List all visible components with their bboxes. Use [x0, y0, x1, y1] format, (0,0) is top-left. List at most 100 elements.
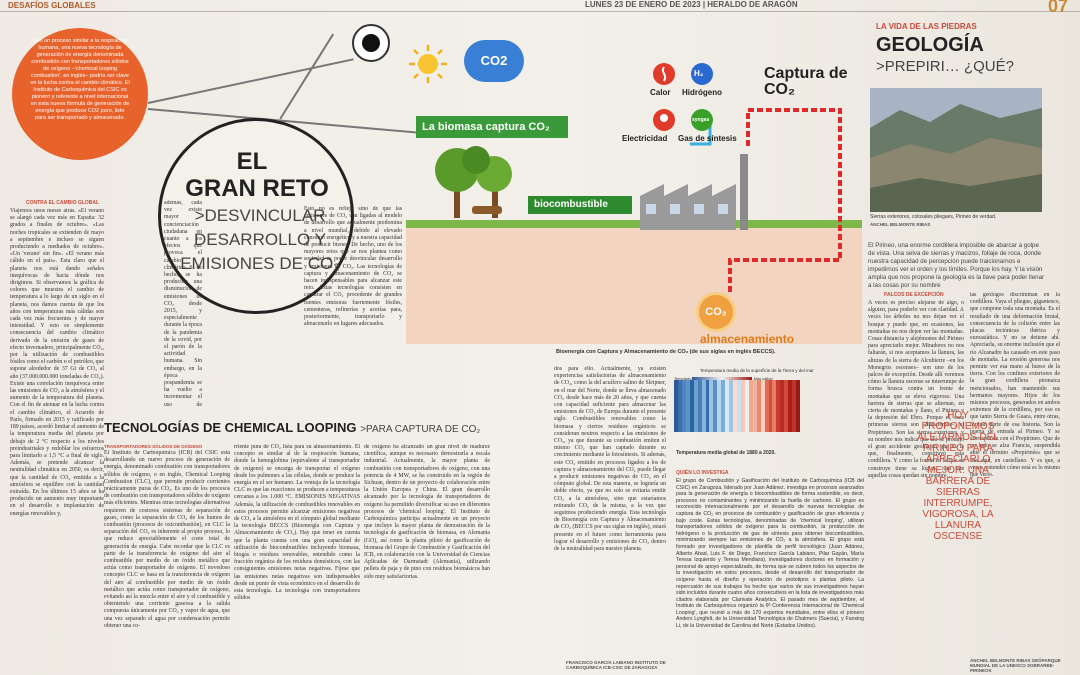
temperature-stripe — [725, 380, 730, 432]
geo-kicker: LA VIDA DE LAS PIEDRAS — [876, 22, 977, 31]
syngas-symbol: syngas — [692, 117, 710, 123]
soil-layer — [406, 228, 862, 344]
temperature-stripe — [709, 380, 714, 432]
dateline: LUNES 23 DE ENERO DE 2023 | HERALDO DE A… — [585, 0, 798, 9]
gas-sintesis-label: Gas de síntesis — [678, 134, 737, 143]
infographic-caption: Bioenergía con Captura y Almacenamiento … — [556, 349, 776, 355]
gas-sintesis-icon — [691, 109, 713, 131]
section-label: DESAFÍOS GLOBALES — [8, 1, 96, 10]
legend-end: Más cálido — [753, 376, 773, 381]
trees-illustration — [435, 146, 512, 218]
temperature-stripe — [685, 380, 690, 432]
legend-gradient — [692, 377, 753, 380]
geo-subtitle: >PREPIRI… ¿QUÉ? — [876, 58, 1014, 75]
cl-subtitle: >PARA CAPTURA DE CO₂ — [360, 424, 481, 435]
chemical-looping-heading: TECNOLOGÍAS DE CHEMICAL LOOPING >PARA CA… — [104, 420, 480, 435]
geo-lead: El Pirineo, una enorme cordillera imposi… — [868, 242, 1045, 289]
temperature-stripe — [721, 380, 726, 432]
bullseye-icon — [352, 24, 390, 62]
temperature-stripe — [764, 380, 769, 432]
temperature-stripe — [713, 380, 718, 432]
temperature-stripe — [729, 380, 734, 432]
legend-start: Templado — [674, 376, 692, 381]
temperature-stripe — [717, 380, 722, 432]
temperature-stripe — [752, 380, 757, 432]
title-el: EL — [236, 148, 268, 175]
quien-heading: QUIÉN LO INVESTIGA — [676, 470, 729, 476]
photo-caption: Sierras exteriores, colosales pliegues, … — [870, 214, 997, 220]
calor-label: Calor — [650, 88, 671, 97]
geo-signature: ÁNCHEL BELMONTE RIBAS GEÓPARQUE MUNDIAL … — [970, 658, 1061, 673]
stripes-caption: Temperatura media global de 1880 a 2020. — [676, 450, 776, 456]
page-title: GRAN RETO — [185, 175, 329, 202]
temperature-stripe — [705, 380, 710, 432]
temperature-stripe — [689, 380, 694, 432]
page-number: 07 — [1048, 0, 1069, 16]
hidrogeno-label: Hidrógeno — [682, 88, 722, 97]
temperature-stripe — [748, 380, 753, 432]
geo-column-2: tas geólogos discriminan en la cordiller… — [970, 292, 1060, 479]
electricidad-label: Electricidad — [622, 134, 668, 143]
column-3: Esto no es reflejo sino de que las emisi… — [304, 206, 402, 328]
left-column: Viajemos unos meses atrás. «El verano se… — [10, 208, 104, 517]
cl-col1-head: TRANSPORTADORES SÓLIDOS DE OXÍGENO — [104, 444, 203, 449]
factory-illustration — [640, 154, 748, 230]
cl-column-2: rriente pura de CO₂ lista para su almace… — [234, 444, 360, 602]
geo-box-title: PALCOS DE EXCEPCIÓN — [884, 292, 944, 298]
page-subtitle: >DESVINCULAR DESARROLLO Y EMISIONES DE C… — [180, 206, 340, 273]
geo-column-1: A veces es preciso alejarse de algo, o a… — [868, 300, 964, 479]
title-circle — [158, 118, 354, 314]
column-2: además, cada vez existe mayor conciencia… — [164, 200, 202, 406]
temperature-stripe — [768, 380, 773, 432]
temperature-stripe — [792, 380, 797, 432]
quien-box: El grupo de Combustión y Gasificación de… — [676, 478, 864, 630]
pull-quote: HOY PROPONEMOS ALEJARNOS DEL PIRINEO PAR… — [917, 410, 999, 542]
co2-storage-icon: CO₂ — [696, 292, 736, 332]
sun-icon — [409, 45, 447, 83]
biomasa-banner: La biomasa captura CO₂ — [416, 116, 568, 138]
temperature-stripe — [697, 380, 702, 432]
temperature-stripe — [776, 380, 781, 432]
temperature-stripe — [760, 380, 765, 432]
intro-bubble: Con un proceso similar a la respiración … — [12, 28, 148, 160]
temperature-stripe — [740, 380, 745, 432]
electricidad-icon — [653, 109, 675, 131]
stripes-legend: Templado Más cálido — [674, 376, 773, 381]
temperature-stripe — [737, 380, 741, 432]
connector-line — [279, 33, 334, 120]
temperature-stripe — [744, 380, 749, 432]
signature: FRANCISCO GARCÍA LABIANO INSTITUTO DE CA… — [566, 660, 666, 670]
temperature-stripe — [780, 380, 785, 432]
cl-title: TECNOLOGÍAS DE CHEMICAL LOOPING — [104, 420, 357, 435]
cl-column-3: de oxígeno ha alcanzado un gran nivel de… — [364, 444, 490, 580]
temperature-stripe — [756, 380, 761, 432]
captura-title: Captura de CO₂ — [764, 65, 848, 98]
top-rule — [0, 0, 1080, 12]
temperature-stripe — [674, 380, 678, 432]
photo-credit: ÁNCHEL BELMONTE RIBAS — [870, 222, 931, 227]
left-col-title: CONTRA EL CAMBIO GLOBAL — [26, 200, 100, 206]
temperature-stripe — [788, 380, 793, 432]
co2-pipeline — [690, 108, 842, 294]
connector-line — [147, 58, 354, 104]
cl-column-4: dos para ello. Actualmente, ya existen e… — [554, 366, 666, 553]
temperature-stripe — [681, 380, 686, 432]
calor-icon — [653, 63, 675, 85]
cl-column-1: El Instituto de Carboquímica (ICB) del C… — [104, 450, 230, 629]
stripes-title: Temperatura media de la superficie de la… — [700, 368, 814, 373]
temperature-stripe — [796, 380, 800, 432]
temperature-stripe — [693, 380, 698, 432]
mountain-photo — [870, 88, 1042, 212]
co2-cloud-icon: CO2 — [464, 40, 524, 82]
warming-stripes — [674, 380, 800, 432]
biocombustible-banner: biocombustible — [528, 196, 632, 214]
temperature-stripe — [772, 380, 777, 432]
geo-title: GEOLOGÍA — [876, 34, 984, 56]
temperature-stripe — [784, 380, 789, 432]
temperature-stripe — [701, 380, 706, 432]
h2-symbol: H₂ — [694, 69, 704, 78]
temperature-stripe — [677, 380, 682, 432]
almacenamiento-label: almacenamiento — [700, 332, 795, 346]
hidrogeno-icon — [691, 63, 713, 85]
